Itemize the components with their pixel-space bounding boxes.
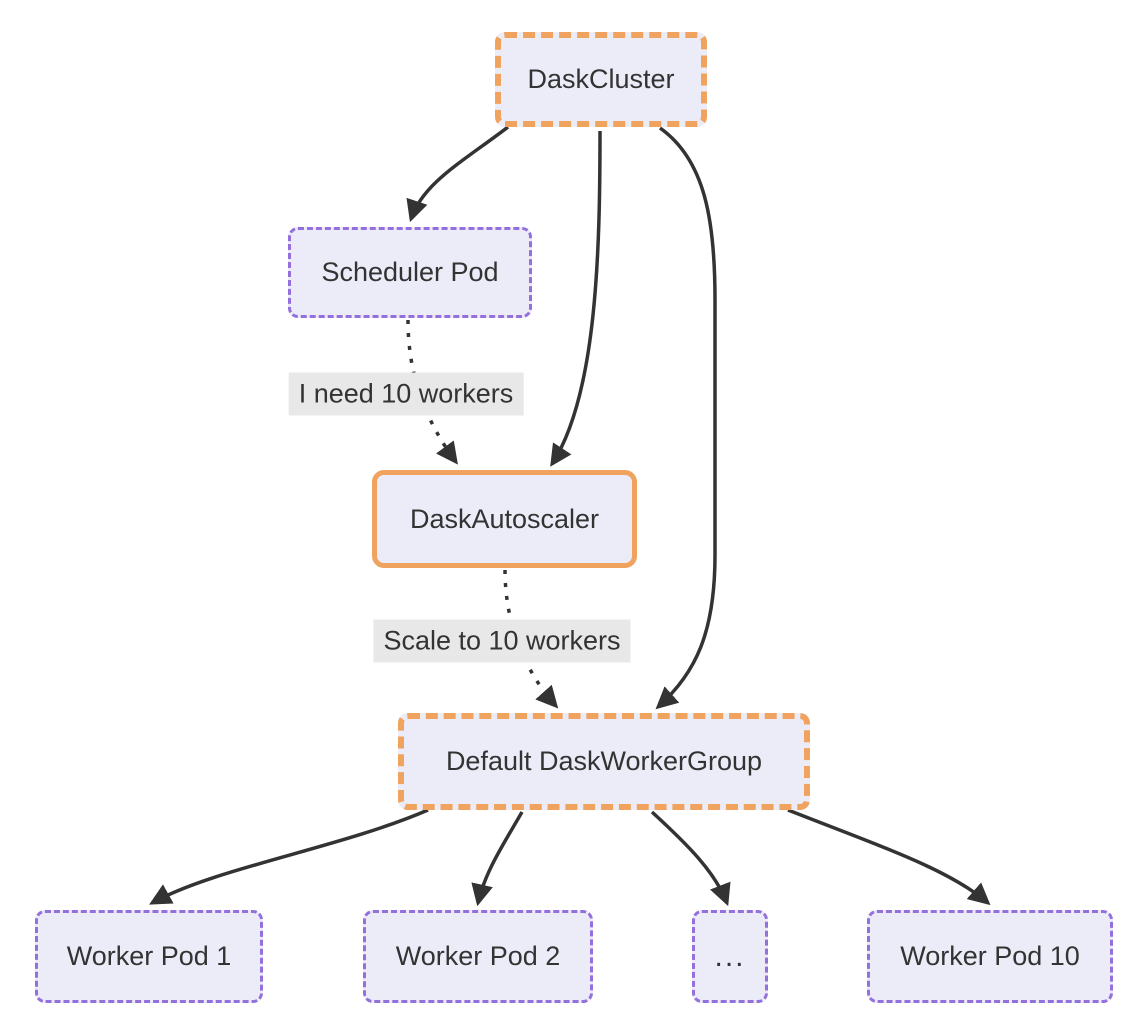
node-worker-pods-ellipsis: ... [692,910,768,1003]
edge-workergroup-to-worker1 [149,808,429,905]
edge-cluster-to-autoscaler [550,130,602,467]
edge-cluster-to-workergroup [655,126,717,710]
node-scheduler-pod: Scheduler Pod [288,227,532,318]
edge-workergroup-to-worker2 [471,811,524,907]
node-daskcluster-label: DaskCluster [527,64,675,94]
node-worker-pod-10: Worker Pod 10 [867,910,1113,1003]
node-scheduler-pod-label: Scheduler Pod [321,257,499,287]
node-daskautoscaler-label: DaskAutoscaler [409,503,600,534]
node-daskcluster: DaskCluster [495,32,707,127]
node-worker-pod-2-label: Worker Pod 2 [395,941,561,971]
edge-label-need-workers: I need 10 workers [288,372,524,416]
edge-label-scale-workers: Scale to 10 workers [373,619,631,663]
node-worker-pod-1: Worker Pod 1 [35,910,263,1003]
edge-workergroup-to-worker10 [787,808,991,906]
node-default-daskworkergroup: Default DaskWorkerGroup [398,713,810,810]
node-worker-pod-1-label: Worker Pod 1 [66,941,232,971]
node-worker-pods-ellipsis-label: ... [714,939,746,973]
edge-cluster-to-scheduler [406,125,510,223]
node-worker-pod-10-label: Worker Pod 10 [900,941,1080,971]
node-worker-pod-2: Worker Pod 2 [363,910,593,1003]
edge-workergroup-to-more [650,810,731,907]
edge-autoscaler-to-workergroup [503,569,559,709]
node-default-daskworkergroup-label: Default DaskWorkerGroup [445,746,763,776]
node-daskautoscaler: DaskAutoscaler [372,470,637,568]
